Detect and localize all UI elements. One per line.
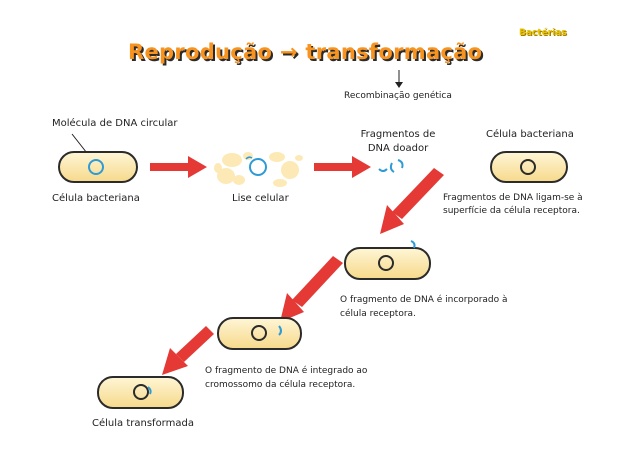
arrow-diagonal-2	[280, 256, 343, 322]
circular-dna	[88, 159, 104, 175]
title-part-2: transformação	[305, 40, 483, 64]
bound-dna-fragment	[410, 240, 416, 249]
lysed-cell	[214, 152, 303, 187]
recombination-pointer	[395, 70, 403, 88]
cell-incorporated	[217, 317, 302, 350]
bacterial-cell-right-label: Célula bacteriana	[486, 129, 574, 140]
bacterial-cell-left-label: Célula bacteriana	[52, 193, 140, 204]
arrow-to-lysis	[150, 156, 207, 178]
fragments-bind-label: Fragmentos de DNA ligam-se à superfície …	[443, 193, 583, 217]
fragment-integrated-label: O fragmento de DNA é integrado ao cromos…	[205, 366, 368, 390]
incorporated-dna-fragment	[278, 325, 282, 336]
title-part-1: Reprodução	[128, 40, 273, 64]
donor-dna-fragments	[378, 159, 404, 173]
cell-binding	[344, 240, 431, 280]
arrow-diagonal-1	[380, 168, 444, 234]
bacterial-cell-left	[58, 151, 138, 183]
category-tag: Bactérias	[519, 28, 567, 38]
arrow-diagonal-3	[162, 326, 214, 375]
recombination-label: Recombinação genética	[344, 91, 452, 101]
page-title: Reprodução → transformação	[128, 38, 482, 66]
released-dna	[249, 158, 267, 176]
fragment-incorporated-label: O fragmento de DNA é incorporado à célul…	[340, 295, 508, 319]
transformed-cell	[97, 376, 184, 409]
circular-dna-label: Molécula de DNA circular	[52, 118, 178, 129]
cell-lysis-label: Lise celular	[232, 193, 289, 204]
integrated-dna-segment	[147, 386, 152, 395]
donor-fragments-label: Fragmentos de DNA doador	[360, 129, 436, 154]
transformed-cell-label: Célula transformada	[92, 418, 194, 429]
arrow-to-fragments	[314, 156, 371, 178]
bacterial-cell-right	[490, 151, 568, 183]
title-arrow: →	[279, 40, 298, 64]
